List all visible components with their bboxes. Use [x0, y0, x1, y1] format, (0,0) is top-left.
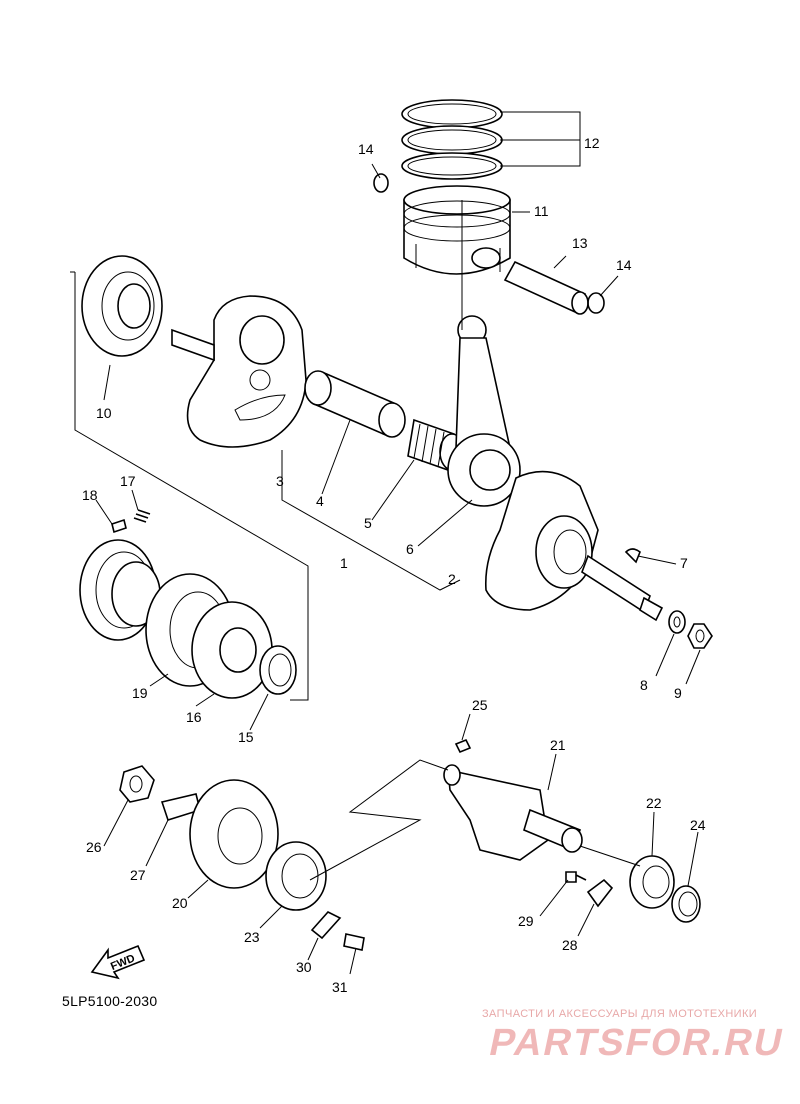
- label-part-22: 22: [646, 795, 662, 811]
- bracket-right: [586, 878, 614, 908]
- watermark-brand[interactable]: PARTSFOR.RU: [485, 1022, 789, 1064]
- label-part-30: 30: [296, 959, 312, 975]
- balancer-gear: [189, 779, 279, 889]
- label-part-9: 9: [674, 685, 682, 701]
- balancer-shaft: [443, 764, 583, 861]
- bracket-left: [310, 911, 342, 940]
- diagram-code: 5LP5100-2030: [62, 993, 158, 1009]
- woodruff-key: [624, 548, 641, 564]
- label-part-27: 27: [130, 867, 146, 883]
- label-part-17: 17: [120, 473, 136, 489]
- plate: [191, 601, 273, 699]
- label-part-6: 6: [406, 541, 414, 557]
- label-part-3: 3: [276, 473, 284, 489]
- label-part-31: 31: [332, 979, 348, 995]
- label-part-10: 10: [96, 405, 112, 421]
- label-part-25: 25: [472, 697, 488, 713]
- spring: [133, 509, 151, 523]
- piston: [403, 185, 511, 275]
- label-part-4: 4: [316, 493, 324, 509]
- circlip-left: [373, 173, 389, 193]
- label-part-21: 21: [550, 737, 566, 753]
- label-part-12: 12: [584, 135, 600, 151]
- bolt-right: [565, 871, 587, 883]
- label-part-1: 1: [340, 555, 348, 571]
- circlip-ring: [671, 885, 701, 923]
- crank-nut: [687, 623, 713, 649]
- piston-pin: [503, 260, 589, 315]
- leader-lines: [70, 111, 701, 975]
- crank-half-left: [171, 295, 307, 448]
- label-part-23: 23: [244, 929, 260, 945]
- bolt-left: [343, 933, 365, 951]
- crank-half-right: [484, 470, 664, 622]
- label-part-24: 24: [690, 817, 706, 833]
- part-labels: 1 2 3 4 5 6 7 8 9 10 11 12 13 14 14 15 1…: [82, 135, 706, 995]
- balancer-bearing-right: [629, 855, 675, 909]
- crank-bearing-left: [81, 255, 163, 357]
- label-part-7: 7: [680, 555, 688, 571]
- label-part-14-right: 14: [616, 257, 632, 273]
- label-part-2: 2: [448, 571, 456, 587]
- label-part-29: 29: [518, 913, 534, 929]
- fwd-arrow-icon: FWD: [90, 944, 146, 980]
- label-part-28: 28: [562, 937, 578, 953]
- label-part-13: 13: [572, 235, 588, 251]
- label-part-26: 26: [86, 839, 102, 855]
- connecting-rod: [447, 315, 521, 507]
- washer: [668, 610, 686, 634]
- label-part-11: 11: [534, 203, 549, 219]
- label-part-20: 20: [172, 895, 188, 911]
- piston-ring-set: [401, 99, 503, 180]
- label-part-18: 18: [82, 487, 98, 503]
- balancer-key: [454, 738, 472, 754]
- label-part-14-left: 14: [358, 141, 374, 157]
- label-part-8: 8: [640, 677, 648, 693]
- circlip-right: [587, 292, 605, 314]
- pin: [111, 518, 127, 534]
- balancer-nut: [119, 765, 155, 803]
- balancer-bearing-left: [265, 841, 327, 911]
- label-part-15: 15: [238, 729, 254, 745]
- watermark-subtitle: ЗАПЧАСТИ И АКСЕССУАРЫ ДЛЯ МОТОТЕХНИКИ: [482, 1008, 758, 1020]
- oil-seal-ring: [259, 645, 297, 695]
- label-part-19: 19: [132, 685, 148, 701]
- label-part-5: 5: [364, 515, 372, 531]
- crank-pin: [304, 370, 406, 438]
- label-part-16: 16: [186, 709, 202, 725]
